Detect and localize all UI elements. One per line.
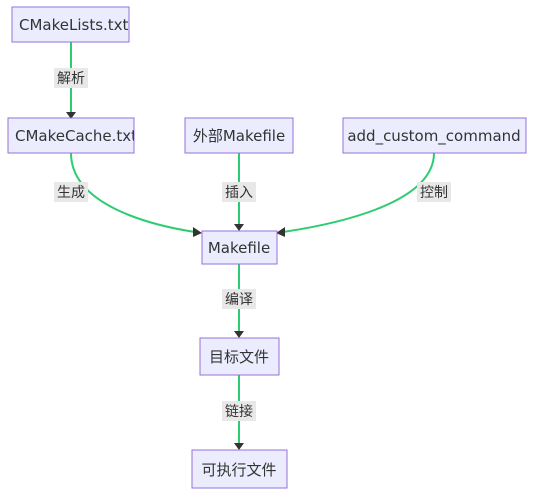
edge-labels: 解析 生成 插入 控制 编译 链接 — [54, 68, 451, 421]
edge-cmakecache-to-makefile — [70, 152, 196, 233]
arrowhead-object-files — [234, 331, 244, 338]
node-cmakelists[interactable]: CMakeLists.txt — [11, 6, 130, 43]
edge-label-parse: 解析 — [57, 71, 85, 87]
edge-label-generate: 生成 — [57, 185, 85, 201]
arrowhead-makefile-top — [234, 224, 244, 231]
node-external-makefile-label: 外部Makefile — [193, 127, 285, 145]
node-object-files-label: 目标文件 — [209, 348, 269, 366]
edge-label-compile: 编译 — [225, 292, 253, 308]
node-object-files[interactable]: 目标文件 — [199, 337, 280, 376]
node-add-custom-command-label: add_custom_command — [347, 127, 520, 146]
edge-label-control: 控制 — [420, 185, 448, 201]
nodes: CMakeLists.txt CMakeCache.txt 外部Makefile… — [7, 6, 527, 489]
edge-label-link: 链接 — [225, 403, 253, 420]
arrowhead-executable — [234, 443, 244, 450]
node-cmakecache[interactable]: CMakeCache.txt — [7, 117, 137, 154]
arrowhead-makefile-right — [276, 227, 285, 237]
node-add-custom-command[interactable]: add_custom_command — [342, 117, 527, 154]
node-cmakecache-label: CMakeCache.txt — [15, 127, 137, 145]
edge-add-custom-command-to-makefile — [282, 152, 435, 233]
arrowhead-cmakecache — [66, 112, 76, 119]
node-cmakelists-label: CMakeLists.txt — [19, 16, 129, 34]
node-external-makefile[interactable]: 外部Makefile — [184, 117, 294, 154]
node-makefile[interactable]: Makefile — [201, 230, 278, 265]
arrowhead-makefile-left — [193, 227, 202, 237]
node-executable-label: 可执行文件 — [201, 461, 276, 479]
edge-label-insert: 插入 — [225, 185, 253, 201]
node-makefile-label: Makefile — [208, 239, 270, 257]
node-executable[interactable]: 可执行文件 — [191, 449, 288, 489]
